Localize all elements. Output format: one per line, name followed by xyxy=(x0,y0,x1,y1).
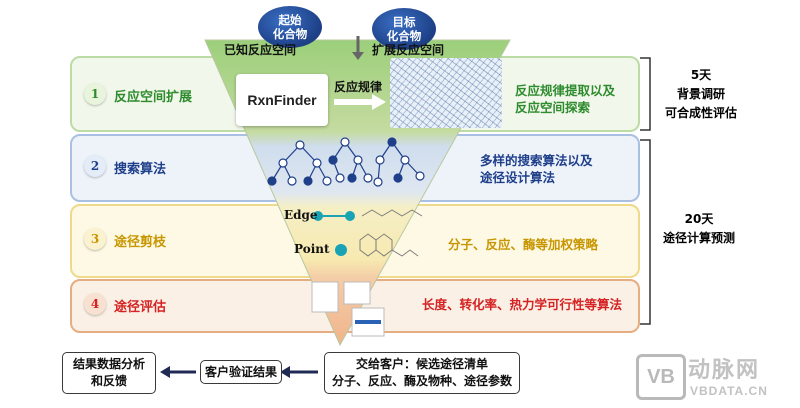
watermark-cn: 动脉网 xyxy=(688,358,761,383)
expanded-space-label: 扩展反应空间 xyxy=(372,43,445,57)
edge-label: Edge xyxy=(284,208,318,222)
molecule-sketch xyxy=(359,209,423,257)
start-compound-line2: 化合物 xyxy=(272,27,308,41)
verify-label: 客户验证结果 xyxy=(204,364,277,379)
stage-4-number: 4 xyxy=(84,293,106,315)
stage-4-name: 途径评估 xyxy=(114,300,167,315)
stage-1-name: 反应空间扩展 xyxy=(114,90,193,105)
stage-3-name: 途径剪枝 xyxy=(114,235,167,250)
stage-2-name: 搜索算法 xyxy=(114,162,167,177)
reaction-network-image xyxy=(390,58,502,128)
start-compound-bubble: 起始 化合物 xyxy=(258,6,322,48)
deliver-line2: 分子、反应、酶及物种、途径参数 xyxy=(331,374,512,388)
stage-2-description: 多样的搜索算法以及 途径设计算法 xyxy=(480,152,593,186)
phase2-duration: 20天 xyxy=(684,212,714,226)
stage-4-description: 长度、转化率、热力学可行性等算法 xyxy=(422,296,622,313)
reaction-rules-label: 反应规律 xyxy=(334,80,383,94)
timeline-phase1: 5天 背景调研 可合成性评估 xyxy=(656,66,746,123)
stage-1-number: 1 xyxy=(84,83,106,105)
phase1-line3: 可合成性评估 xyxy=(664,106,737,120)
target-compound-bubble: 目标 化合物 xyxy=(372,8,436,50)
stage-3-desc-line1: 分子、反应、酶等加权策略 xyxy=(448,237,599,252)
stage-2-desc-line1: 多样的搜索算法以及 xyxy=(480,153,593,168)
stage-3-number: 3 xyxy=(84,228,106,250)
analysis-line1: 结果数据分析 xyxy=(72,357,145,371)
stage-3-description: 分子、反应、酶等加权策略 xyxy=(448,236,598,253)
evaluation-thumbnail-1 xyxy=(311,281,339,313)
timeline-phase2: 20天 途径计算预测 xyxy=(654,210,744,248)
rxnfinder-box: RxnFinder xyxy=(236,74,328,126)
client-verify-box: 客户验证结果 xyxy=(200,360,282,384)
analysis-feedback-box: 结果数据分析 和反馈 xyxy=(62,352,156,394)
phase1-duration: 5天 xyxy=(690,68,712,82)
vbdata-watermark: VB 动脉网 VBDATA.CN xyxy=(636,352,796,404)
stage-2-desc-line2: 途径设计算法 xyxy=(480,170,556,185)
timeline-bracket-phase1 xyxy=(640,57,651,131)
stage-1-desc-line1: 反应规律提取以及 xyxy=(515,83,616,98)
vbdata-logo-icon: VB xyxy=(636,354,686,400)
deliver-to-client-box: 交给客户：候选途径清单 分子、反应、酶及物种、途径参数 xyxy=(324,352,520,394)
stage-2-number: 2 xyxy=(84,155,106,177)
stage-1-description: 反应规律提取以及 反应空间探索 xyxy=(515,82,615,116)
rxnfinder-label: RxnFinder xyxy=(247,92,317,108)
stage-1-desc-line2: 反应空间探索 xyxy=(515,100,591,115)
phase2-line2: 途径计算预测 xyxy=(662,231,735,245)
target-compound-line2: 化合物 xyxy=(386,29,422,43)
watermark-en: VBDATA.CN xyxy=(690,384,768,398)
timeline-bracket-phase2 xyxy=(640,139,651,325)
phase1-line2: 背景调研 xyxy=(676,87,725,101)
evaluation-thumbnail-2 xyxy=(343,281,371,305)
stage-4-desc-line1: 长度、转化率、热力学可行性等算法 xyxy=(422,297,623,312)
analysis-line2: 和反馈 xyxy=(90,374,127,388)
start-compound-line1: 起始 xyxy=(278,13,302,27)
deliver-line1: 交给客户：候选途径清单 xyxy=(355,357,488,371)
target-compound-line1: 目标 xyxy=(392,15,416,29)
point-symbol xyxy=(335,244,347,256)
known-space-label: 已知反应空间 xyxy=(224,43,297,57)
search-tree-graphic xyxy=(267,137,425,187)
point-label: Point xyxy=(294,242,330,256)
